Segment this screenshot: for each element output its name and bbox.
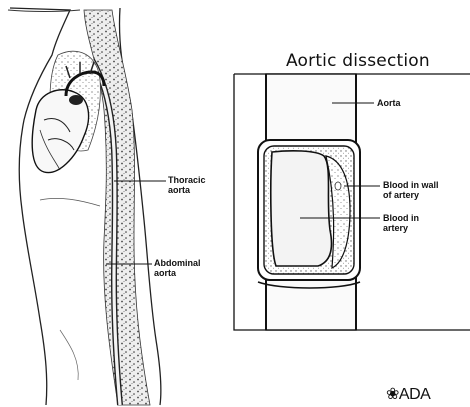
- label-abdominal-aorta: Abdominal aorta: [154, 258, 201, 278]
- label-blood-in-artery: Blood in artery: [383, 213, 419, 233]
- diagram-title: Aortic dissection: [286, 51, 430, 71]
- torso-figure: [8, 8, 161, 405]
- logo-mark-icon: ❀: [386, 386, 399, 403]
- label-aorta: Aorta: [377, 98, 401, 108]
- dissection-panel: [234, 74, 470, 330]
- true-lumen: [271, 151, 332, 266]
- label-thoracic-aorta: Thoracic aorta: [168, 175, 206, 195]
- logo-text: ADA: [399, 386, 430, 403]
- adam-logo: ❀ADA: [386, 384, 430, 404]
- label-blood-in-wall: Blood in wall of artery: [383, 180, 439, 200]
